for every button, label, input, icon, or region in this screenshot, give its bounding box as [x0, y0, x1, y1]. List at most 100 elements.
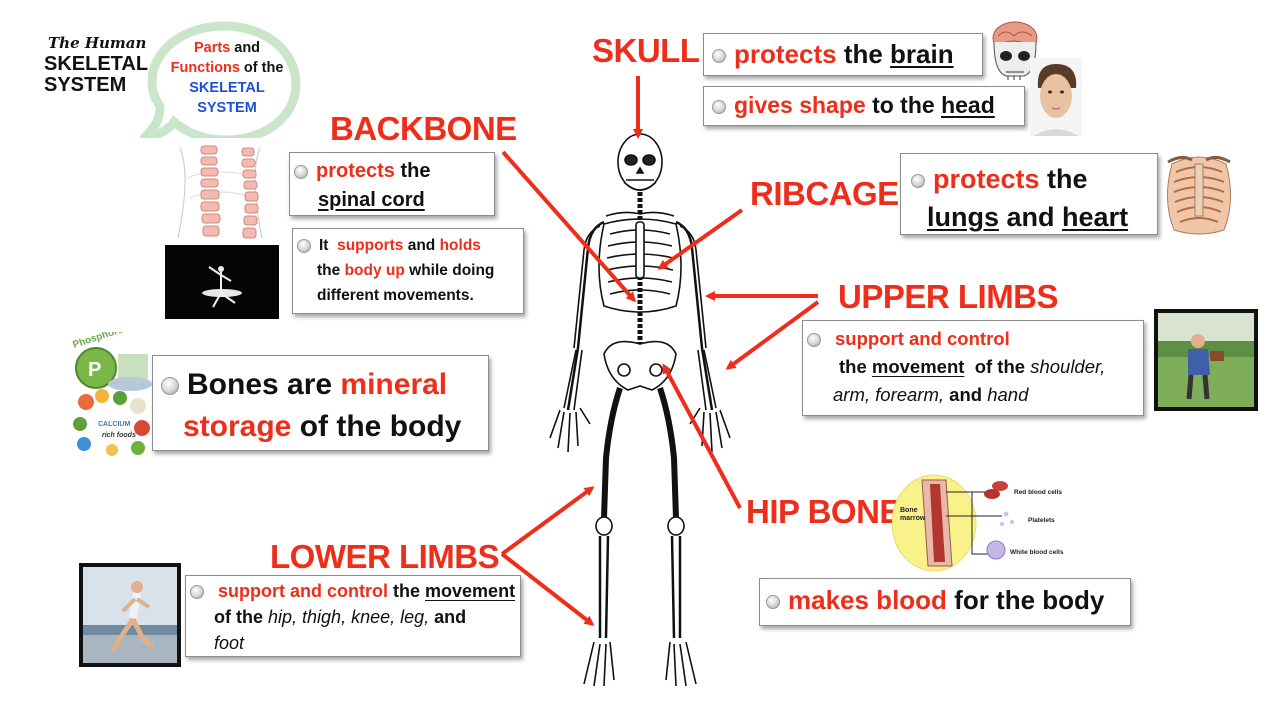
skeleton-figure	[549, 133, 731, 687]
label-lower-limbs: LOWER LIMBS	[270, 538, 500, 575]
face-photo	[1030, 58, 1082, 136]
bullet-icon	[911, 173, 925, 188]
bubble-word-functions: Functions	[170, 60, 240, 76]
spine-illustration	[177, 145, 263, 239]
lower-box-verb: support and control	[218, 581, 388, 601]
ribcage-function-box: protects the lungs and heart	[900, 153, 1158, 235]
skull-box1-object: brain	[890, 39, 954, 69]
arrow-backbone	[501, 150, 636, 303]
mineral-box-storage: storage	[183, 410, 292, 443]
bullet-icon	[766, 595, 780, 610]
main-title: The Human SKELETAL SYSTEM	[44, 33, 148, 96]
lower-limbs-function-box: support and control the movement of the …	[185, 575, 521, 657]
arrow-lower-limbs-1	[500, 486, 595, 556]
skull-box2-verb: gives shape	[734, 92, 866, 118]
backbone-box2-movements: different movements.	[317, 287, 474, 304]
ribcage-box-heart: heart	[1062, 202, 1129, 232]
mineral-box-mineral: mineral	[340, 368, 448, 401]
blood-box-verb: makes blood	[788, 585, 947, 615]
backbone-box2-supports: supports	[337, 237, 404, 254]
backbone-function-box-1: protects the spinal cord	[289, 152, 495, 216]
ribcage-box-lungs: lungs	[927, 202, 999, 232]
marrow-label-white: White blood cells	[1010, 549, 1064, 556]
mineral-storage-box: Bones are mineral storage of the body	[152, 355, 489, 451]
upper-box-the: the	[839, 356, 867, 377]
skull-box1-mid: the	[843, 39, 883, 69]
skeleton-illustration	[549, 133, 731, 687]
skull-function-box-1: protects the brain	[703, 33, 983, 76]
marrow-label-red: Red blood cells	[1014, 489, 1062, 496]
marrow-label-platelets: Platelets	[1028, 517, 1055, 524]
dancer-icon	[202, 266, 242, 308]
ribcage-box-and: and	[1006, 202, 1055, 232]
title-line-1: The Human	[48, 34, 147, 52]
lower-box-parts: hip, thigh, knee, leg,	[268, 607, 430, 627]
lower-box-ofthe: of the	[214, 607, 263, 627]
mineral-box-a: Bones are	[187, 368, 333, 401]
label-backbone: BACKBONE	[330, 110, 517, 147]
bubble-word-parts: Parts	[193, 40, 231, 56]
backbone-box2-the: the	[317, 262, 341, 279]
skull-function-box-2: gives shape to the head	[703, 86, 1025, 126]
phosphorus-illustration: Phosphorus P CALCIUM rich foods	[72, 332, 152, 456]
blood-function-box: makes blood for the body	[759, 578, 1131, 626]
boy-photo	[1154, 309, 1258, 411]
bubble-word-and: and	[234, 40, 261, 56]
lower-box-and: and	[434, 607, 467, 627]
label-ribcage: RIBCAGE	[750, 175, 899, 212]
upper-box-hand: hand	[987, 384, 1029, 405]
title-line-3: SYSTEM	[44, 74, 127, 96]
upper-box-verb: support and control	[835, 328, 1010, 349]
upper-box-arm: arm, forearm,	[833, 384, 945, 405]
bullet-icon	[297, 238, 311, 253]
ribcage-box-verb: protects	[933, 164, 1040, 194]
backbone-box2-and: and	[407, 237, 436, 254]
backbone-box2-while: while doing	[409, 262, 495, 279]
arrow-lower-limbs-2	[500, 552, 595, 626]
label-hip-bone: HIP BONE	[746, 493, 901, 530]
bullet-icon	[807, 333, 821, 348]
rich-foods-text: rich foods	[102, 432, 136, 439]
arrow-hip-bone	[662, 363, 742, 509]
calcium-text: CALCIUM	[98, 421, 130, 428]
arrow-upper-limbs-2	[725, 300, 820, 370]
bullet-icon	[712, 99, 726, 114]
skull-box2-mid: to the	[872, 92, 935, 118]
backbone-function-box-2: It supports and holds the body up while …	[292, 228, 524, 314]
upper-box-ofthe: of the	[974, 356, 1026, 377]
ballet-photo	[165, 245, 279, 319]
bullet-icon	[190, 585, 204, 600]
lower-box-movement: movement	[425, 581, 516, 601]
arrow-ribcage	[657, 208, 744, 270]
title-line-2: SKELETAL	[44, 53, 149, 75]
backbone-box1-mid: the	[400, 160, 431, 182]
ribcage-box-mid: the	[1047, 164, 1088, 194]
bullet-icon	[712, 49, 726, 64]
bubble-word-skeletal: SKELETAL	[189, 80, 265, 96]
bubble-text: Parts and Functions of the SKELETAL SYST…	[160, 38, 294, 118]
marrow-label-bone: Bone	[900, 507, 918, 514]
blood-box-rest: for the body	[954, 585, 1105, 615]
upper-limbs-function-box: support and control the movement of the …	[802, 320, 1144, 416]
bullet-icon	[161, 377, 179, 396]
bubble-word-ofthe: of the	[243, 60, 284, 76]
upper-box-and: and	[949, 384, 983, 405]
ribcage-illustration	[1166, 155, 1232, 235]
backbone-box2-bodyup: body up	[344, 262, 405, 279]
backbone-box1-verb: protects	[316, 160, 395, 182]
lower-box-the: the	[393, 581, 421, 601]
runner-photo	[79, 563, 181, 667]
bullet-icon	[294, 164, 308, 179]
label-skull: SKULL	[592, 32, 700, 69]
marrow-label-marrow: marrow	[900, 515, 926, 522]
speech-bubble	[140, 21, 301, 138]
skull-box2-object: head	[941, 92, 995, 118]
backbone-box2-holds: holds	[439, 237, 481, 254]
lower-box-foot: foot	[214, 633, 245, 653]
backbone-box1-object: spinal cord	[318, 189, 425, 211]
phosphorus-letter: P	[88, 359, 101, 381]
upper-box-movement: movement	[871, 356, 965, 377]
backbone-box2-it: It	[319, 237, 329, 254]
mineral-box-body: of the body	[299, 410, 462, 443]
